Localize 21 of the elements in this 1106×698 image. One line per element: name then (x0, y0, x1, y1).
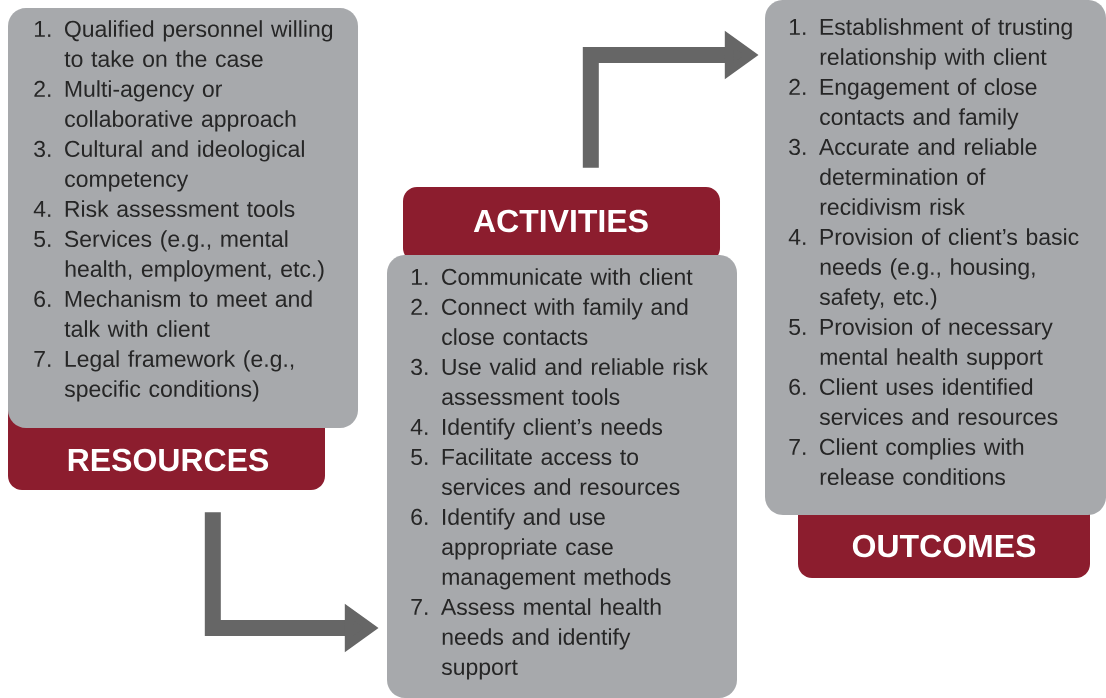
list-item: 1. Qualified personnel willing to take on the case (34, 20, 333, 68)
list-item: 7. Legal framework (e.g., specific conditions) (34, 350, 294, 402)
list-item: 6. Client uses identified services and resources (789, 378, 1058, 426)
heading-band: ACTIVITIES (403, 187, 720, 262)
list-item: 2. Multi-agency or collaborative approach (34, 80, 296, 132)
list-item: 2. Engagement of close contacts and family (789, 78, 1037, 130)
list-item: 4. Risk assessment tools (33, 200, 295, 218)
list-item: 5. Facilitate access to services and resources (411, 448, 680, 496)
list-item: 3. Use valid and reliable risk assessment tools (411, 358, 709, 406)
list-item: 4. Provision of client’s basic needs (e.g., housing, safety, etc.) (788, 228, 1079, 310)
list-item: 5. Provision of necessary mental health support (789, 318, 1053, 370)
list-item: 1. Establishment of trusting relationship with client (789, 18, 1072, 70)
list-item: 2. Connect with family and close contacts (411, 298, 688, 346)
list-item: 7. Assess mental health needs and identify support (411, 598, 661, 680)
list-item: 6. Mechanism to meet and talk with client (34, 290, 312, 338)
list-item: 3. Cultural and ideological competency (34, 140, 304, 192)
list-item: 5. Services (e.g., mental health, employment, etc.) (34, 230, 324, 282)
list-item: 1. Communicate with client (411, 268, 693, 286)
list-item: 4. Identify client’s needs (410, 418, 663, 440)
list-item: 6. Identify and use appropriate case management methods (411, 508, 671, 590)
list-item: 3. Accurate and reliable determination of recidivism risk (789, 138, 1037, 216)
